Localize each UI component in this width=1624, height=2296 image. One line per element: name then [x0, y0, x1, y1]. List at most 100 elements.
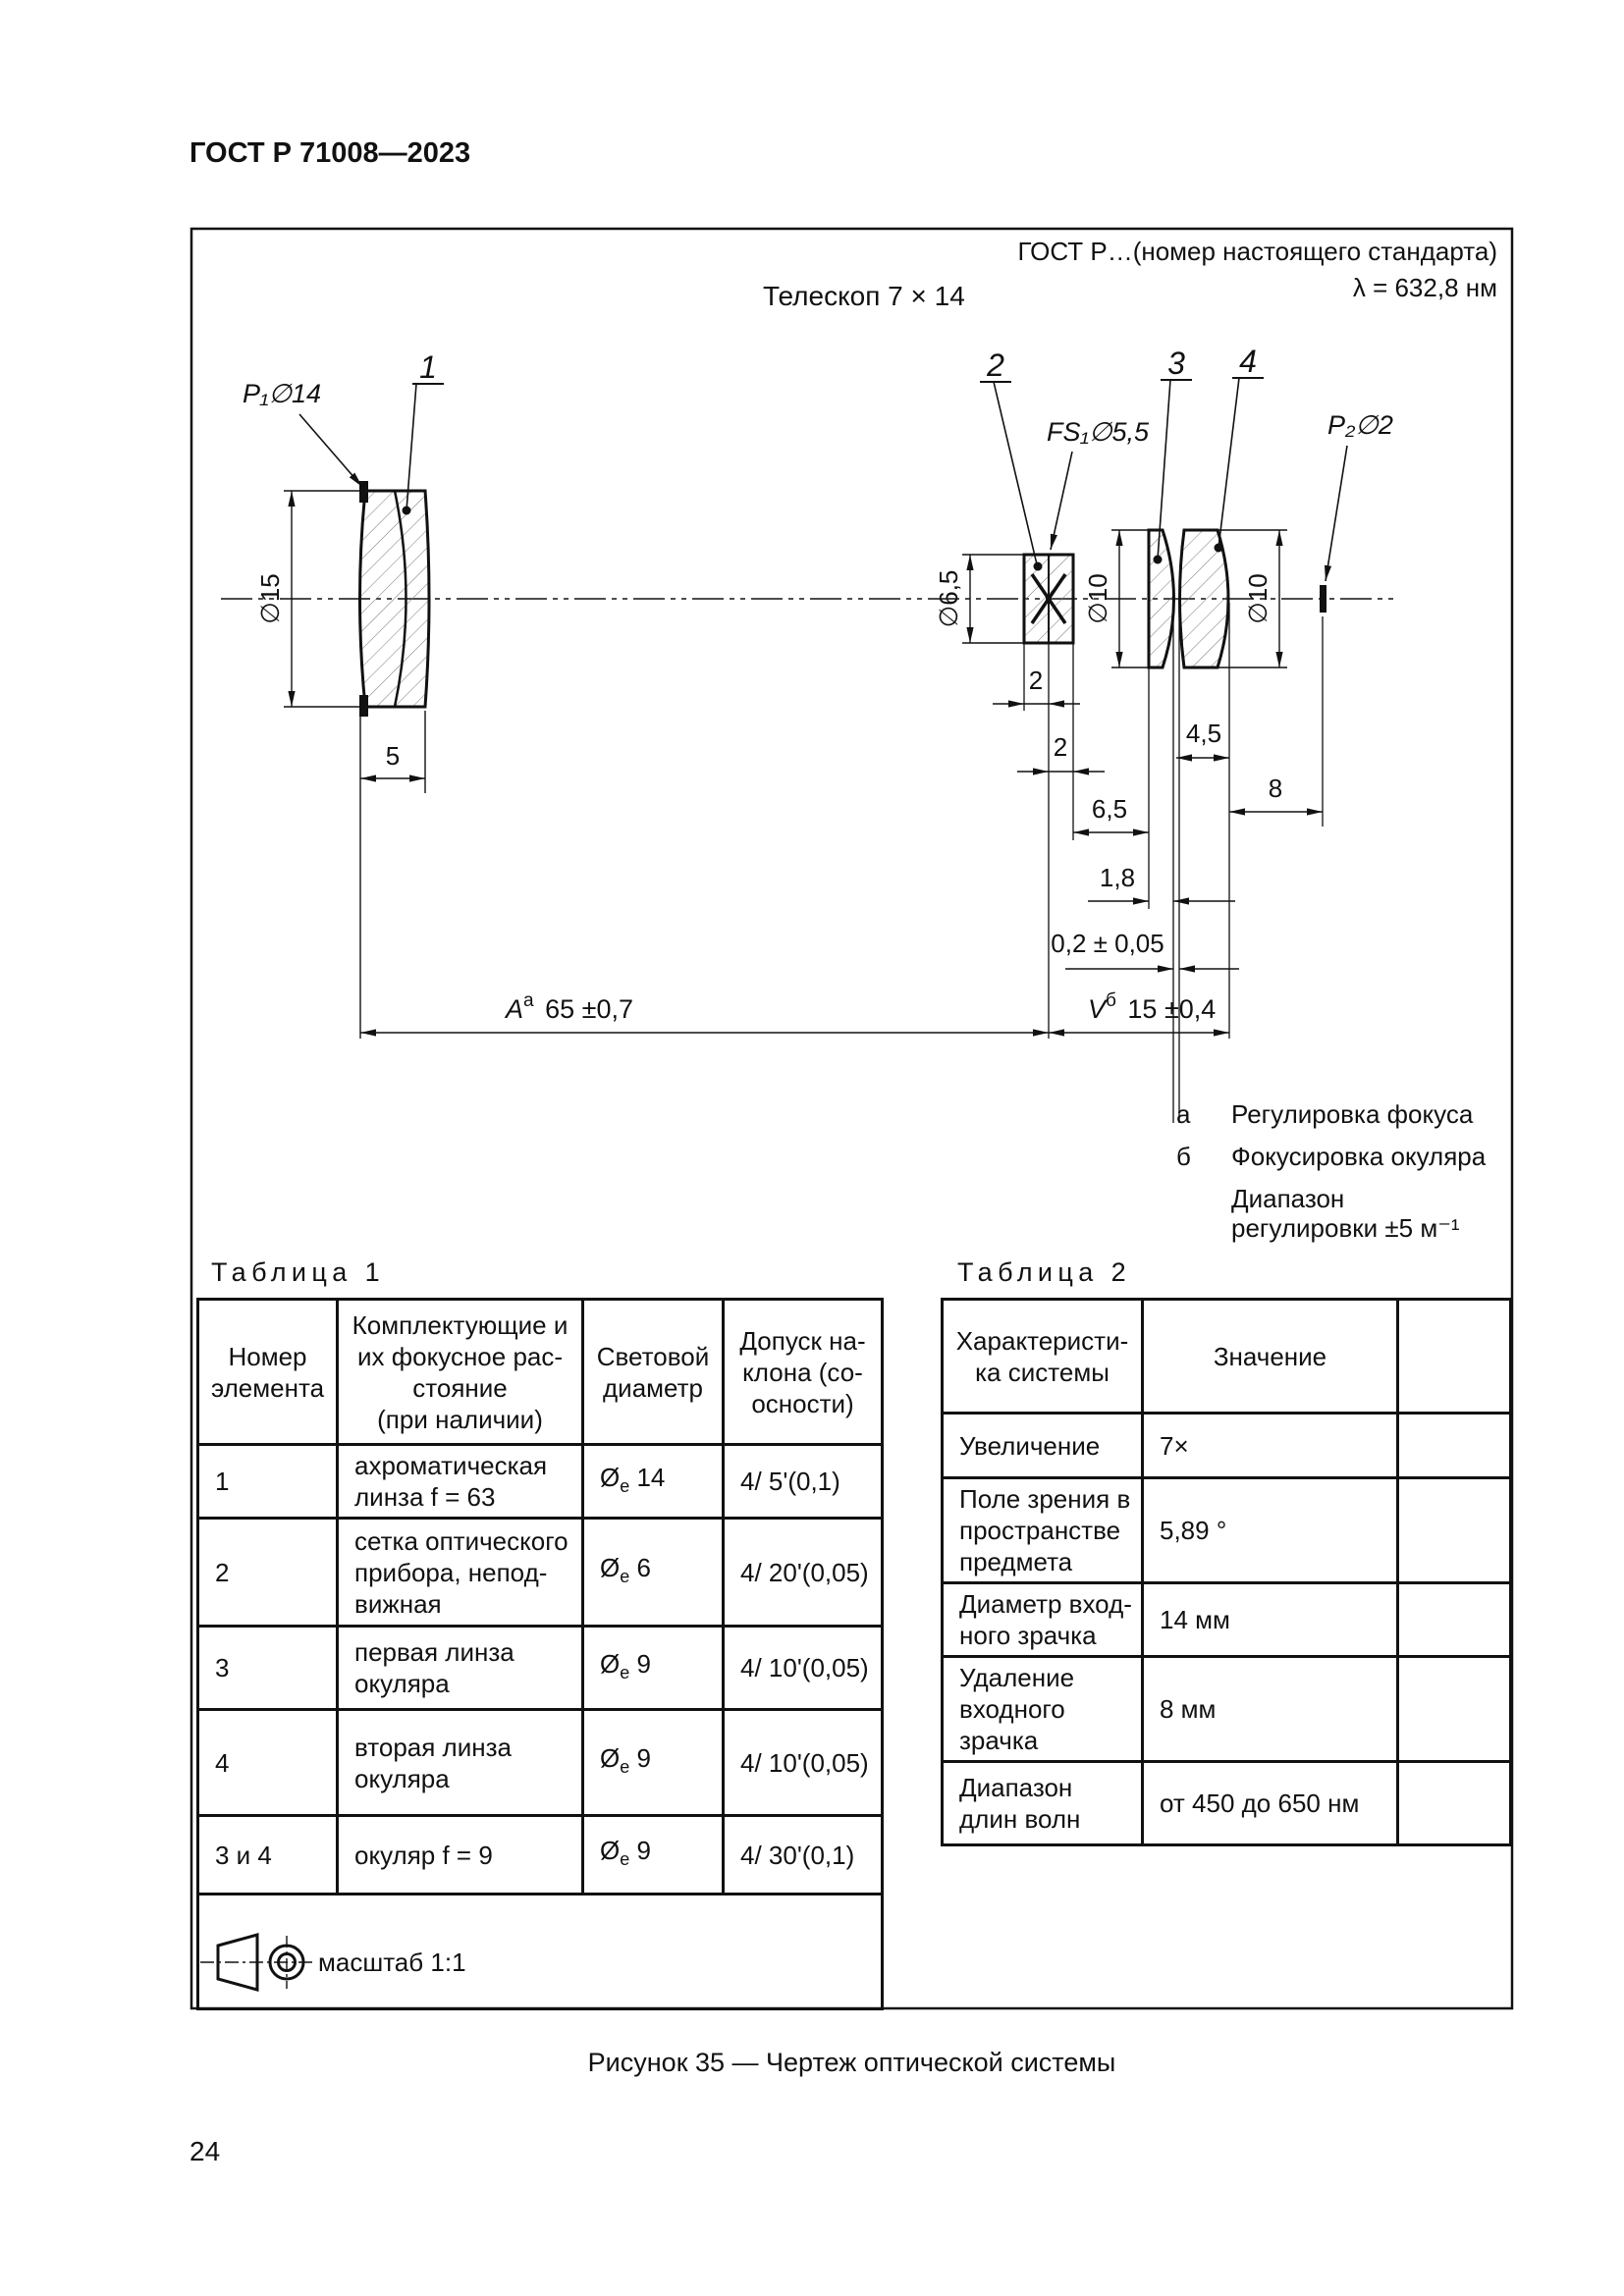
- label-p2-leader: [1324, 445, 1348, 582]
- callout-2: 2: [980, 347, 1043, 571]
- dim-d15: [284, 490, 360, 708]
- table1-header-element: Номер элемента: [196, 1298, 339, 1446]
- table2-header-empty: [1396, 1298, 1512, 1415]
- figure-reference: ГОСТ Р…(номер настоящего стандарта) λ = …: [589, 234, 1497, 306]
- label-p2: P₂∅2: [1327, 410, 1393, 440]
- svg-text:2: 2: [986, 347, 1004, 383]
- dim-d10-left: [1111, 529, 1149, 668]
- figure-reference-line2: λ = 632,8 нм: [1352, 273, 1497, 302]
- cell-diameter: Øe 9: [581, 1708, 725, 1817]
- table-row: Увеличение 7×: [941, 1412, 1512, 1479]
- lens-element-3: [1147, 528, 1175, 669]
- dim-18-label: 1,8: [1100, 863, 1135, 892]
- dim-5-label: 5: [386, 741, 400, 771]
- cell-value: 8 мм: [1141, 1655, 1399, 1763]
- callout-3: 3: [1153, 346, 1192, 564]
- table-row: 4 вторая линза окуляра Øe 9 4/ 10'(0,05): [196, 1708, 884, 1817]
- table1-label: Таблица 1: [211, 1257, 385, 1287]
- cell-characteristic: Поле зрения в пространстве предмета: [941, 1476, 1144, 1584]
- cell-description: сетка оптического прибора, непод- вижная: [336, 1517, 584, 1628]
- cell-value: от 450 до 650 нм: [1141, 1760, 1399, 1846]
- figure-reference-line1: ГОСТ Р…(номер настоящего стандарта): [1017, 237, 1497, 266]
- table-row: 2 сетка оптического прибора, непод- вижн…: [196, 1517, 884, 1628]
- projection-symbol-cell: [196, 1893, 884, 2010]
- page-number: 24: [189, 2136, 221, 2166]
- note-b-text: Фокусировка окуляра: [1231, 1142, 1487, 1171]
- cell-value: 14 мм: [1141, 1581, 1399, 1658]
- callout-4: 4: [1214, 344, 1264, 553]
- label-p1-leader: [298, 413, 363, 488]
- table1-symbol-row: [196, 1893, 884, 2010]
- table-row: Удаление входного зрачка 8 мм: [941, 1655, 1512, 1763]
- cell-description: окуляр f = 9: [336, 1814, 584, 1896]
- table1-header-diameter: Световой диаметр: [581, 1298, 725, 1446]
- table2-header-row: Характеристи- ка системы Значение: [941, 1298, 1512, 1415]
- note-range: Диапазон регулировки ±5 м⁻¹: [1231, 1184, 1460, 1243]
- cell-tolerance: 4/ 10'(0,05): [722, 1625, 884, 1711]
- table2-header-value: Значение: [1141, 1298, 1399, 1415]
- cell-empty: [1396, 1412, 1512, 1479]
- cell-characteristic: Диаметр вход- ного зрачка: [941, 1581, 1144, 1658]
- table-row: Поле зрения в пространстве предмета 5,89…: [941, 1476, 1512, 1584]
- figure-title: Телескоп 7 × 14: [763, 281, 965, 311]
- dim-8-label: 8: [1269, 774, 1282, 803]
- dim-V-label: Vб 15 ±0,4: [1088, 990, 1216, 1024]
- cell-diameter: Øe 9: [581, 1814, 725, 1896]
- note-a-marker: а: [1176, 1099, 1191, 1129]
- dim-2a-label: 2: [1029, 666, 1043, 695]
- dim-65-label: 6,5: [1092, 794, 1127, 824]
- dim-2b-label: 2: [1054, 732, 1067, 762]
- cell-diameter: Øe 6: [581, 1517, 725, 1628]
- label-fs1-leader: [1050, 451, 1073, 551]
- cell-description: вторая линза окуляра: [336, 1708, 584, 1817]
- note-a-text: Регулировка фокуса: [1231, 1099, 1474, 1129]
- dim-45-label: 4,5: [1186, 719, 1221, 748]
- svg-text:3: 3: [1167, 346, 1185, 381]
- cell-element-number: 4: [196, 1708, 339, 1817]
- note-b: б Фокусировка окуляра: [1176, 1142, 1486, 1171]
- lens-element-1: [358, 481, 431, 717]
- dim-gap-label: 0,2 ± 0,05: [1051, 929, 1164, 958]
- cell-value: 5,89 °: [1141, 1476, 1399, 1584]
- pupil-p2-mark: [1320, 585, 1326, 613]
- figure-caption: Рисунок 35 — Чертеж оптической системы: [587, 2048, 1116, 2077]
- table-row: 3 первая линза окуляра Øe 9 4/ 10'(0,05): [196, 1625, 884, 1711]
- table2-label: Таблица 2: [957, 1257, 1131, 1287]
- cell-characteristic: Увеличение: [941, 1412, 1144, 1479]
- dim-d15-label: ∅15: [255, 573, 285, 624]
- table-1: Номер элемента Комплектующие и их фокусн…: [196, 1298, 884, 2010]
- cell-description: первая линза окуляра: [336, 1625, 584, 1711]
- dim-d10-right-label: ∅10: [1243, 573, 1272, 624]
- dim-d65: [962, 554, 1024, 644]
- cell-tolerance: 4/ 5'(0,1): [722, 1443, 884, 1520]
- label-fs1: FS₁∅5,5: [1047, 417, 1150, 447]
- pupil-p1-mark-top: [359, 481, 368, 503]
- table-row: Диапазон длин волн от 450 до 650 нм: [941, 1760, 1512, 1846]
- cell-empty: [1396, 1476, 1512, 1584]
- table-row: 3 и 4 окуляр f = 9 Øe 9 4/ 30'(0,1): [196, 1814, 884, 1896]
- dim-d65-label: ∅6,5: [934, 570, 963, 628]
- table2-header-characteristic: Характеристи- ка системы: [941, 1298, 1144, 1415]
- cell-characteristic: Удаление входного зрачка: [941, 1655, 1144, 1763]
- standard-number: ГОСТ Р 71008—2023: [189, 137, 471, 169]
- table-row: Диаметр вход- ного зрачка 14 мм: [941, 1581, 1512, 1658]
- label-p1: P₁∅14: [243, 379, 321, 408]
- dim-d10-left-label: ∅10: [1083, 573, 1112, 624]
- cell-tolerance: 4/ 20'(0,05): [722, 1517, 884, 1628]
- cell-element-number: 1: [196, 1443, 339, 1520]
- cell-diameter: Øe 9: [581, 1625, 725, 1711]
- cell-characteristic: Диапазон длин волн: [941, 1760, 1144, 1846]
- svg-text:4: 4: [1239, 344, 1257, 379]
- note-b-marker: б: [1176, 1142, 1191, 1171]
- cell-tolerance: 4/ 10'(0,05): [722, 1708, 884, 1817]
- table1-header-row: Номер элемента Комплектующие и их фокусн…: [196, 1298, 884, 1446]
- note-a: а Регулировка фокуса: [1176, 1099, 1473, 1129]
- cell-element-number: 3 и 4: [196, 1814, 339, 1896]
- cell-empty: [1396, 1581, 1512, 1658]
- cell-value: 7×: [1141, 1412, 1399, 1479]
- table1-header-components: Комплектующие и их фокусное рас- стояние…: [336, 1298, 584, 1446]
- cell-element-number: 3: [196, 1625, 339, 1711]
- table-row: 1 ахроматическая линза f = 63 Øe 14 4/ 5…: [196, 1443, 884, 1520]
- cell-empty: [1396, 1655, 1512, 1763]
